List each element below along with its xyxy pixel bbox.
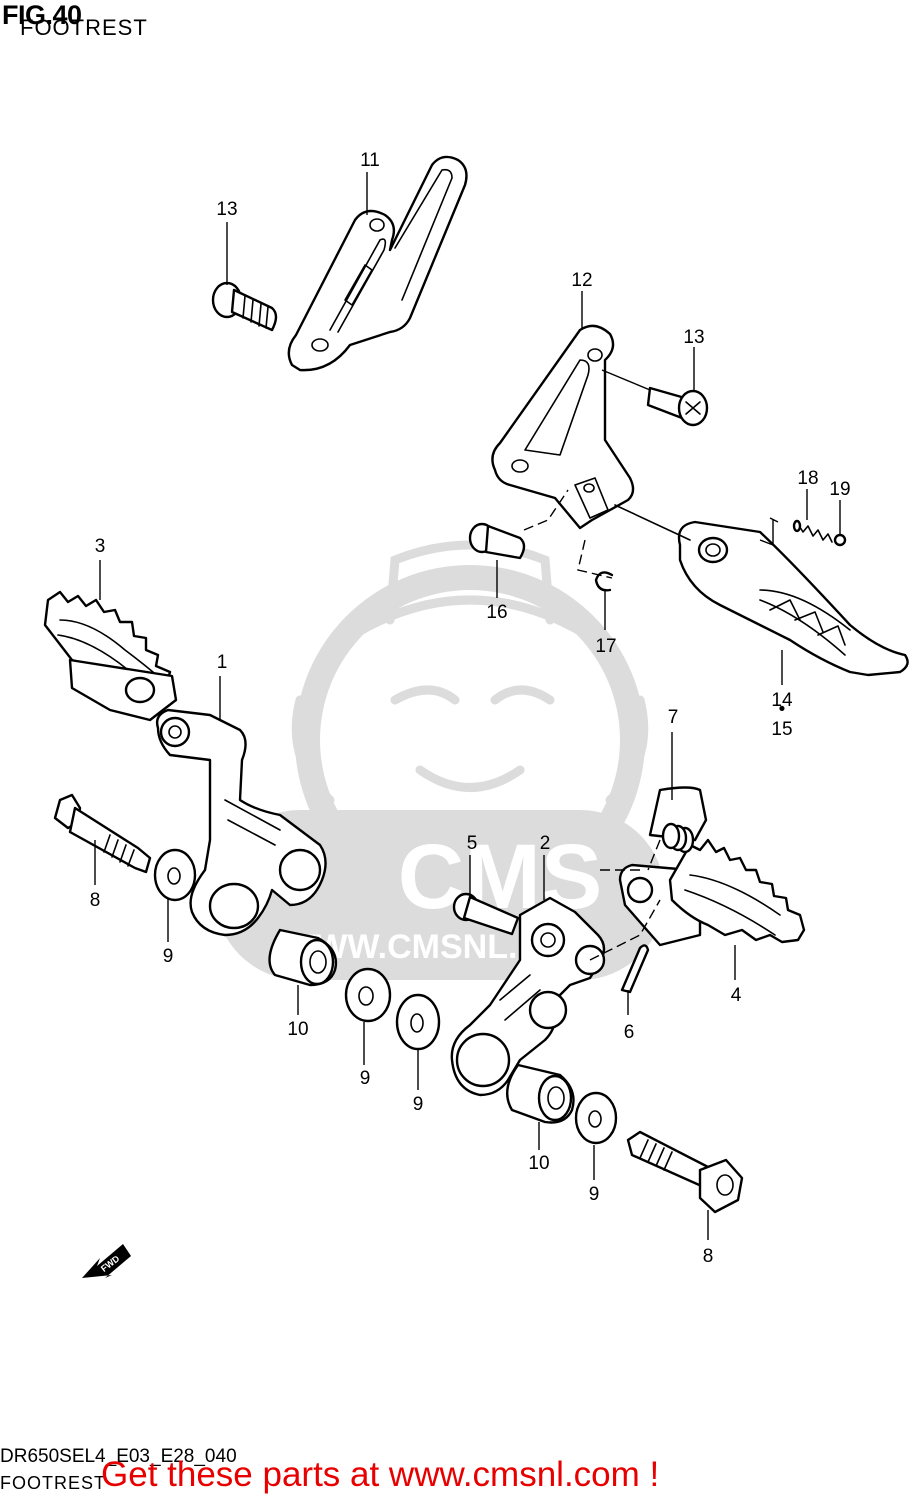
part-8-bolt-right xyxy=(626,1130,744,1214)
callout-10: 10 xyxy=(287,1019,308,1040)
callout-13: 13 xyxy=(683,327,704,348)
callout-6: 6 xyxy=(624,1022,635,1043)
leader-lines xyxy=(94,172,841,1240)
callout-15: 15 xyxy=(771,719,792,740)
callout-9: 9 xyxy=(163,946,174,967)
part-5-pin xyxy=(452,892,520,936)
part-9-washer-mid-left xyxy=(344,967,392,1023)
part-9-washer-right xyxy=(574,1091,618,1145)
callout-9: 9 xyxy=(413,1094,424,1115)
callout-1: 1 xyxy=(217,652,228,673)
part-19-ball xyxy=(833,533,847,547)
part-6-cotter-pin xyxy=(620,944,650,994)
watermark-hat xyxy=(385,540,555,625)
fwd-arrow-icon: FWD xyxy=(82,1244,131,1278)
callout-4: 4 xyxy=(731,985,742,1006)
part-18-spring xyxy=(792,519,833,543)
watermark-eyes xyxy=(390,685,555,705)
callout-16: 16 xyxy=(486,602,507,623)
callout-19: 19 xyxy=(829,479,850,500)
callout-8: 8 xyxy=(703,1246,714,1267)
callout-14: 14 xyxy=(771,690,793,711)
callout-13: 13 xyxy=(216,199,237,220)
part-13-bolt-right xyxy=(646,386,709,427)
promo-link[interactable]: Get these parts at www.cmsnl.com ! xyxy=(101,1455,660,1494)
diagram-code: DR650SEL4_E03_E28_040 xyxy=(0,1446,237,1467)
part-10-bushing-left xyxy=(268,928,338,987)
callout-3: 3 xyxy=(95,536,106,557)
part-14-15-footrest xyxy=(614,504,909,677)
callout-2: 2 xyxy=(540,833,551,854)
callout-9: 9 xyxy=(589,1184,600,1205)
callout-17: 17 xyxy=(595,636,616,657)
part-16-pin xyxy=(468,522,526,560)
callout-12: 12 xyxy=(571,270,592,291)
callout-dot: • xyxy=(779,699,786,720)
callout-8: 8 xyxy=(90,890,101,911)
part-9-washer-mid-right xyxy=(395,993,441,1051)
callout-7: 7 xyxy=(668,707,679,728)
watermark-smile xyxy=(415,765,525,792)
part-7-spring xyxy=(661,822,695,854)
footer-subtitle: FOOTREST xyxy=(0,1473,106,1493)
watermark-hat-brim xyxy=(340,595,600,645)
watermark-ears xyxy=(291,695,649,805)
cms-watermark: CMS WWW.CMSNL.COM xyxy=(215,540,665,980)
callout-18: 18 xyxy=(797,468,818,489)
part-1-arm xyxy=(155,708,327,937)
callout-10: 10 xyxy=(528,1153,549,1174)
part-9-washer-left xyxy=(153,848,197,902)
callouts: 11 13 12 13 18 19 3 16 17 1 14 • 15 7 5 … xyxy=(90,150,851,1267)
callout-5: 5 xyxy=(467,833,478,854)
part-11-guard-plate xyxy=(287,155,468,372)
callout-11: 11 xyxy=(360,150,380,171)
figure-title: FIG.40 xyxy=(2,0,82,30)
callout-9: 9 xyxy=(360,1068,371,1089)
part-3-footrest xyxy=(43,590,178,722)
part-2-arm xyxy=(450,896,606,1097)
part-8-bolt-left xyxy=(53,793,152,874)
part-12-bracket xyxy=(491,324,635,530)
part-13-bolt-upper xyxy=(211,281,278,332)
part-4-footrest xyxy=(618,786,806,947)
part-10-bushing-right xyxy=(506,1063,575,1124)
figure-subtitle: FOOTREST xyxy=(20,15,148,40)
